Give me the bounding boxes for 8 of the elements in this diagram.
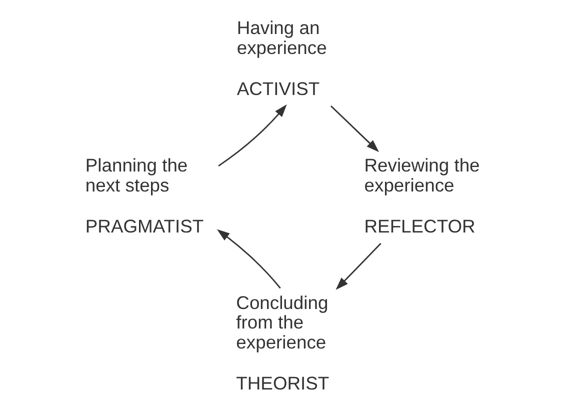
node-text: Reviewing the experience REFLECTOR <box>364 154 480 236</box>
arrow <box>216 229 281 289</box>
node-text: Concluding from the experience THEORIST <box>236 292 330 394</box>
arrow <box>336 242 382 290</box>
arrow <box>330 105 380 152</box>
arrow <box>218 104 287 166</box>
node-text: Having an experience ACTIVIST <box>236 17 327 100</box>
node-text: Planning the next steps PRAGMATIST <box>85 154 204 236</box>
